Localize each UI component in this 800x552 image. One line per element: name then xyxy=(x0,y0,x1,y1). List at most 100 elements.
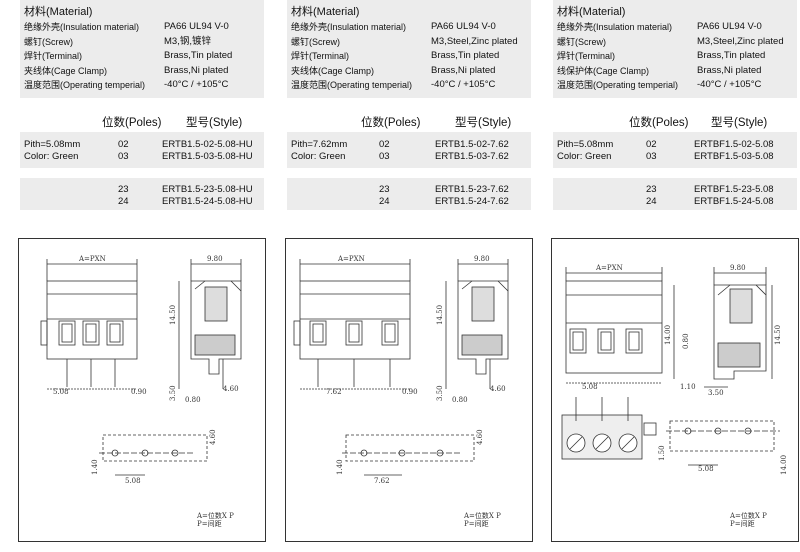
footnote-line: A=位数X P xyxy=(730,512,767,520)
poles-cell: 24 xyxy=(118,196,129,207)
material-value: M3,Steel,Zinc plated xyxy=(697,35,784,47)
spec-column-2: 材料(Material) 绝缘外壳(Insulation material)PA… xyxy=(287,0,531,210)
technical-drawing: A=PXN 9.80 14.50 7.62 0.90 3.50 4.60 0.8… xyxy=(293,255,509,485)
poles-cell: 23 xyxy=(118,184,129,195)
material-value: Brass,Ni plated xyxy=(697,64,762,76)
material-value: PA66 UL94 V-0 xyxy=(164,21,229,32)
drawing-panel-2: A=PXN 9.80 14.50 7.62 0.90 3.50 4.60 0.8… xyxy=(285,238,533,542)
style-cell: ERTB1.5-23-5.08-HU xyxy=(162,184,253,195)
style-cell: ERTB1.5-02-5.08-HU xyxy=(162,139,253,150)
dim-pitch: 5.08 xyxy=(582,383,598,391)
material-key: 温度范围(Operating temperial) xyxy=(24,80,146,90)
style-cell: ERTBF1.5-03-5.08 xyxy=(694,151,774,162)
material-key: 绝缘外壳(Insulation material) xyxy=(24,22,140,32)
header-poles: 位数(Poles) xyxy=(629,117,689,129)
table-header: 位数(Poles) 型号(Style) xyxy=(553,112,797,132)
pitch-label: Pith=5.08mm xyxy=(557,139,614,150)
dim-hole-total: 14.00 xyxy=(780,455,788,475)
material-key: 焊针(Terminal) xyxy=(557,51,616,61)
style-cell: ERTB1.5-23-7.62 xyxy=(435,184,509,195)
material-key: 焊针(Terminal) xyxy=(24,51,83,61)
footnote: A=位数X P P=间距 xyxy=(730,512,767,528)
dim-foot: 4.60 xyxy=(490,385,506,393)
dim-hole-pitch: 7.62 xyxy=(374,477,390,485)
style-cell: ERTBF1.5-24-5.08 xyxy=(694,196,774,207)
header-style: 型号(Style) xyxy=(455,117,512,129)
dim-hole-y: 1.40 xyxy=(91,459,99,475)
material-key: 绝缘外壳(Insulation material) xyxy=(557,22,673,32)
material-value: Brass,Ni plated xyxy=(164,64,229,76)
material-value: M3,Steel,Zinc plated xyxy=(431,35,518,47)
material-block: 材料(Material) 绝缘外壳(Insulation material)PA… xyxy=(287,0,531,98)
material-key: 螺钉(Screw) xyxy=(557,36,606,47)
table-band xyxy=(553,132,797,168)
dim-width: 9.80 xyxy=(207,255,223,263)
color-label: Color: Green xyxy=(24,151,79,162)
poles-cell: 02 xyxy=(118,139,129,150)
table-band xyxy=(20,178,264,210)
spec-column-1: 材料(Material) 绝缘外壳(Insulation material)PA… xyxy=(20,0,264,210)
material-key: 螺钉(Screw) xyxy=(291,36,340,47)
dim-hole-h: 1.50 xyxy=(658,445,666,461)
table-header: 位数(Poles) 型号(Style) xyxy=(20,112,264,132)
poles-cell: 03 xyxy=(379,151,390,162)
footnote-line: P=间距 xyxy=(197,520,222,528)
style-cell: ERTBF1.5-02-5.08 xyxy=(694,139,774,150)
material-key: 夹线体(Cage Clamp) xyxy=(291,65,375,76)
footnote-line: A=位数X P xyxy=(464,512,501,520)
poles-cell: 23 xyxy=(379,184,390,195)
dim-a: A=PXN xyxy=(78,255,106,263)
header-poles: 位数(Poles) xyxy=(102,117,162,129)
poles-cell: 24 xyxy=(646,196,657,207)
technical-drawing: A=PXN 9.80 14.00 14.50 5.08 1.10 3.50 0.… xyxy=(561,264,788,475)
poles-cell: 03 xyxy=(118,151,129,162)
dim-width: 9.80 xyxy=(474,255,490,263)
dim-pitch: 5.08 xyxy=(53,388,69,396)
dim-a: A=PXN xyxy=(595,264,623,272)
pitch-label: Pith=5.08mm xyxy=(24,139,81,150)
dim-height: 14.50 xyxy=(774,325,782,345)
color-label: Color: Green xyxy=(291,151,346,162)
material-value: -40°C / +105°C xyxy=(697,79,762,90)
style-cell: ERTBF1.5-23-5.08 xyxy=(694,184,774,195)
dim-pin2: 0.80 xyxy=(452,396,468,404)
footnote: A=位数X P P=间距 xyxy=(464,512,501,528)
style-cell: ERTB1.5-24-7.62 xyxy=(435,196,509,207)
material-value: Brass,Tin plated xyxy=(431,50,500,61)
table-band xyxy=(553,178,797,210)
dim-hole-h: 4.60 xyxy=(209,429,217,445)
dim-hole-y: 1.40 xyxy=(336,459,344,475)
material-key: 夹线体(Cage Clamp) xyxy=(24,65,108,76)
header-poles: 位数(Poles) xyxy=(361,117,421,129)
table-header: 位数(Poles) 型号(Style) xyxy=(287,112,531,132)
material-value: Brass,Tin plated xyxy=(164,50,233,61)
dim-width: 9.80 xyxy=(730,264,746,272)
dim-hole-h: 4.60 xyxy=(476,429,484,445)
dim-hole-pitch: 5.08 xyxy=(698,465,714,473)
poles-cell: 02 xyxy=(646,139,657,150)
material-key: 焊针(Terminal) xyxy=(291,51,350,61)
material-value: -40°C / +105°C xyxy=(431,79,496,90)
style-cell: ERTB1.5-03-5.08-HU xyxy=(162,151,253,162)
table-band xyxy=(20,132,264,168)
header-style: 型号(Style) xyxy=(711,117,768,129)
footnote: A=位数X P P=间距 xyxy=(197,512,234,528)
technical-drawing: A=PXN 9.80 14.50 5.08 0.90 3.50 4.60 0.8… xyxy=(40,255,242,485)
poles-cell: 02 xyxy=(379,139,390,150)
drawing-panel-3: A=PXN 9.80 14.00 14.50 5.08 1.10 3.50 0.… xyxy=(551,238,799,542)
footnote-line: P=间距 xyxy=(464,520,489,528)
style-cell: ERTB1.5-24-5.08-HU xyxy=(162,196,253,207)
material-value: PA66 UL94 V-0 xyxy=(431,21,496,32)
drawing-panel-1: A=PXN 9.80 14.50 5.08 0.90 3.50 4.60 0.8… xyxy=(18,238,266,542)
material-title: 材料(Material) xyxy=(557,6,626,18)
table-band xyxy=(287,178,531,210)
color-label: Color: Green xyxy=(557,151,612,162)
material-block: 材料(Material) 绝缘外壳(Insulation material)PA… xyxy=(553,0,797,98)
style-cell: ERTB1.5-02-7.62 xyxy=(435,139,509,150)
dim-base: 3.50 xyxy=(169,385,177,401)
material-key: 螺钉(Screw) xyxy=(24,36,73,47)
dim-base: 3.50 xyxy=(436,385,444,401)
dim-pin: 1.10 xyxy=(680,383,696,391)
dim-pin: 0.90 xyxy=(131,388,147,396)
material-value: M3,钢,镀锌 xyxy=(164,35,211,47)
